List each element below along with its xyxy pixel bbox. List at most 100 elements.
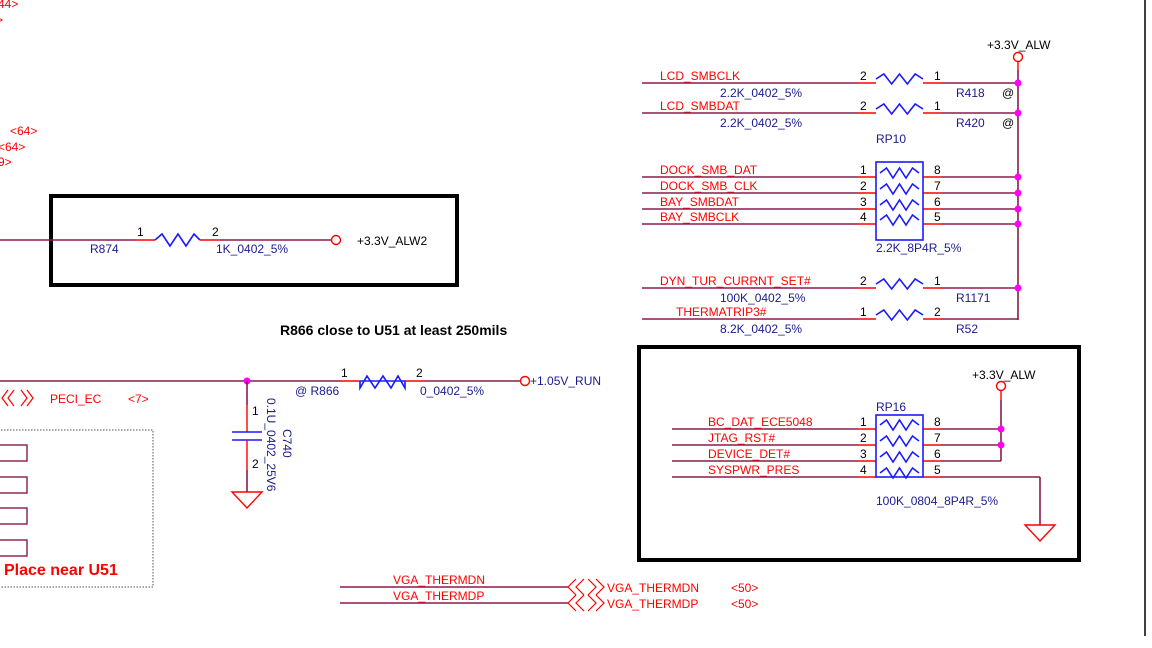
vga-therm-nets: VGA_THERMDN VGA_THERMDP VGA_THERMDN VGA_… bbox=[340, 573, 758, 612]
net-label[interactable]: LCD_SMBCLK bbox=[660, 69, 740, 83]
pin-number: 8 bbox=[934, 415, 941, 429]
resistor[interactable] bbox=[875, 308, 924, 322]
resistor[interactable] bbox=[879, 466, 920, 480]
resistor-r866[interactable] bbox=[359, 374, 406, 391]
component-value: 8.2K_0402_5% bbox=[720, 322, 802, 336]
resistor[interactable] bbox=[879, 166, 920, 180]
pin-number: 1 bbox=[341, 366, 348, 380]
resistor-r874[interactable] bbox=[154, 232, 201, 248]
component-value: 2.2K_8P4R_5% bbox=[876, 241, 962, 255]
offpage-ref: 44> bbox=[0, 0, 18, 11]
ref-designator: R874 bbox=[90, 242, 119, 256]
pad bbox=[0, 476, 28, 494]
junction-dot bbox=[1014, 109, 1022, 117]
pin-number: 1 bbox=[860, 305, 867, 319]
offpage-net-label[interactable]: VGA_THERMDN bbox=[607, 581, 699, 595]
pin-number: 7 bbox=[934, 431, 941, 445]
resistor[interactable] bbox=[879, 434, 920, 448]
net-label[interactable]: LCD_SMBDAT bbox=[660, 99, 740, 113]
ref-designator: C740 bbox=[280, 429, 294, 458]
resistor[interactable] bbox=[879, 198, 920, 212]
component-value: 0.1U_0402_25V6 bbox=[264, 398, 278, 492]
junction-dot bbox=[997, 425, 1005, 433]
offpage-ref: <64> bbox=[10, 124, 37, 138]
power-rail-label: +3.3V_ALW bbox=[987, 38, 1051, 52]
pin-number: 6 bbox=[934, 195, 941, 209]
pin-number: 6 bbox=[934, 447, 941, 461]
placement-note: Place near U51 bbox=[4, 562, 118, 579]
power-port-icon bbox=[995, 380, 1007, 392]
component-value: 2.2K_0402_5% bbox=[720, 116, 802, 130]
power-rail-label: +3.3V_ALW bbox=[972, 368, 1036, 382]
net-label[interactable]: DYN_TUR_CURRNT_SET# bbox=[660, 274, 811, 288]
resistor-pack-rp10[interactable] bbox=[875, 161, 924, 241]
net-label[interactable]: SYSPWR_PRES bbox=[708, 463, 799, 477]
pin-number: 2 bbox=[860, 69, 867, 83]
pin-number: 2 bbox=[860, 179, 867, 193]
power-port-icon bbox=[1012, 51, 1024, 63]
pin-number: 4 bbox=[860, 463, 867, 477]
net-label[interactable]: VGA_THERMDP bbox=[393, 589, 484, 603]
net-label[interactable]: BAY_SMBDAT bbox=[660, 195, 740, 209]
pin-number: 2 bbox=[252, 457, 259, 471]
ref-designator: RP10 bbox=[876, 132, 906, 146]
junction-dot bbox=[1014, 205, 1022, 213]
pin-number: 2 bbox=[212, 225, 219, 239]
component-value: 0_0402_5% bbox=[420, 384, 484, 398]
resistor[interactable] bbox=[875, 277, 924, 291]
net-label[interactable]: BC_DAT_ECE5048 bbox=[708, 415, 813, 429]
net-row: BAY_SMBDAT 3 6 bbox=[642, 195, 1022, 213]
pin-number: 2 bbox=[860, 274, 867, 288]
resistor[interactable] bbox=[879, 450, 920, 464]
net-label[interactable]: DOCK_SMB_CLK bbox=[660, 179, 757, 193]
net-label[interactable]: BAY_SMBCLK bbox=[660, 210, 739, 224]
offpage-net-label[interactable]: VGA_THERMDP bbox=[607, 597, 698, 611]
net-label[interactable]: VGA_THERMDN bbox=[393, 573, 485, 587]
resistor[interactable] bbox=[879, 418, 920, 432]
ground-icon bbox=[230, 491, 264, 510]
ref-designator: R52 bbox=[956, 322, 978, 336]
c740-capacitor[interactable]: 1 2 0.1U_0402_25V6 C740 bbox=[230, 381, 294, 510]
pin-number: 1 bbox=[934, 99, 941, 113]
pin-number: 8 bbox=[934, 163, 941, 177]
net-label[interactable]: JTAG_RST# bbox=[708, 431, 775, 445]
net-label[interactable]: DOCK_SMB_DAT bbox=[660, 163, 758, 177]
junction-dot bbox=[1014, 173, 1022, 181]
resistor[interactable] bbox=[879, 213, 920, 227]
pin-number: 4 bbox=[860, 210, 867, 224]
pin-number: 1 bbox=[137, 225, 144, 239]
net-label[interactable]: THERMATRIP3# bbox=[676, 305, 767, 319]
pin-number: 3 bbox=[860, 195, 867, 209]
ground-icon bbox=[1023, 524, 1057, 543]
junction-dot bbox=[1014, 220, 1022, 228]
component-value: 100K_0402_5% bbox=[720, 291, 806, 305]
pad bbox=[0, 444, 28, 462]
no-stuff-marker: @ bbox=[1002, 86, 1014, 100]
junction-dot bbox=[1014, 284, 1022, 292]
pin-number: 1 bbox=[860, 415, 867, 429]
resistor-pack-rp16[interactable] bbox=[875, 414, 924, 478]
page-ref: <50> bbox=[731, 581, 758, 595]
placement-box: Place near U51 bbox=[0, 429, 154, 588]
net-label[interactable]: DEVICE_DET# bbox=[708, 447, 790, 461]
offpage-ref: > bbox=[0, 13, 3, 27]
net-label[interactable]: PECI_EC bbox=[50, 392, 102, 406]
pin-number: 3 bbox=[860, 447, 867, 461]
page-ref: <50> bbox=[731, 597, 758, 611]
pin-number: 2 bbox=[860, 99, 867, 113]
resistor[interactable] bbox=[879, 182, 920, 196]
ref-designator: R1171 bbox=[956, 291, 991, 305]
resistor[interactable] bbox=[875, 102, 924, 116]
net-row: DEVICE_DET# 3 6 bbox=[672, 447, 1001, 464]
r866-block: 1 2 @ R866 0_0402_5% +1.05V_RUN PECI_EC … bbox=[0, 366, 601, 407]
power-rail-label: +1.05V_RUN bbox=[530, 374, 601, 388]
resistor[interactable] bbox=[875, 72, 924, 86]
power-port-icon bbox=[519, 375, 531, 387]
component-value: 100K_0804_8P4R_5% bbox=[876, 494, 998, 508]
